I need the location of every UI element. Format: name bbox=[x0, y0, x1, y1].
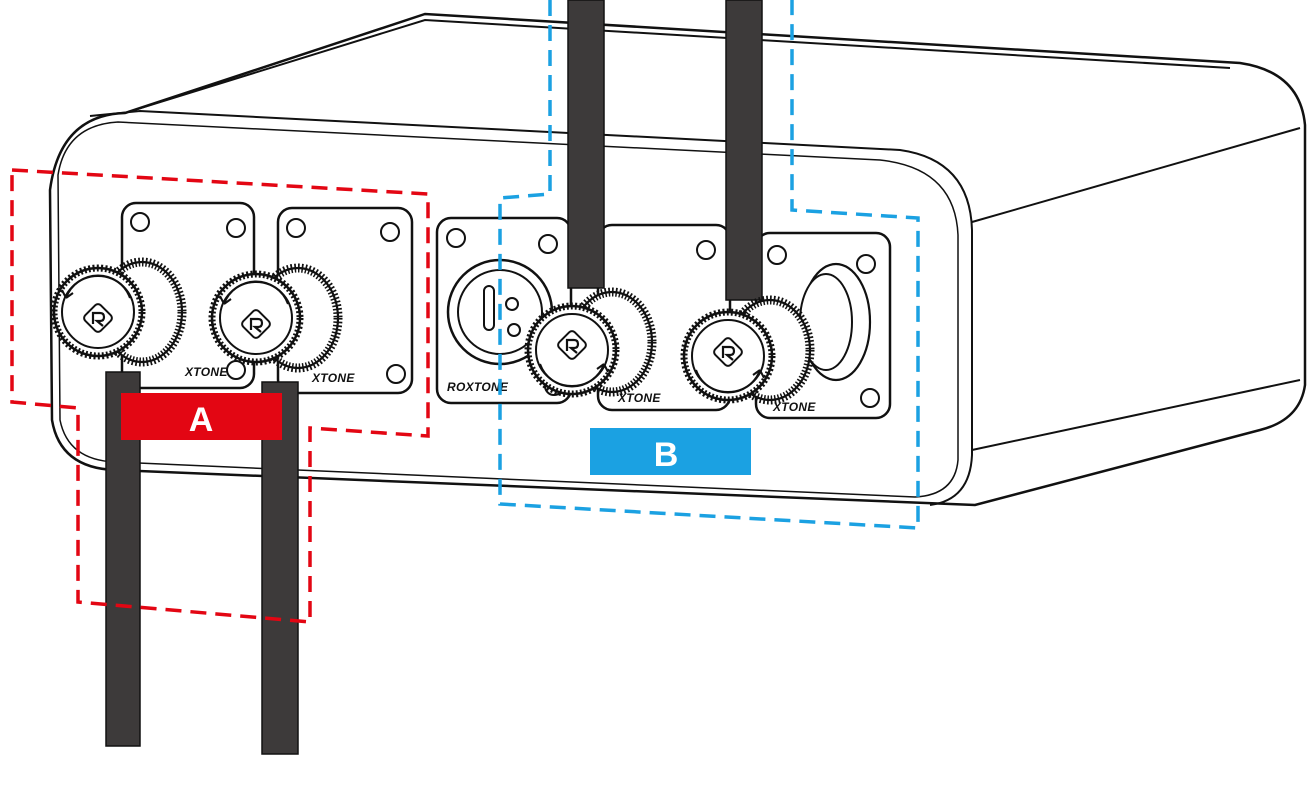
cable-a2 bbox=[261, 381, 299, 755]
group-a-label-text: A bbox=[189, 401, 214, 439]
brand-label-1: XTONE bbox=[184, 365, 228, 379]
cable-b1 bbox=[567, 0, 605, 289]
brand-label-4: XTONE bbox=[617, 391, 661, 405]
plug-a2 bbox=[212, 268, 338, 368]
plug-b2 bbox=[684, 300, 810, 400]
cables bbox=[105, 0, 763, 755]
group-b-label-text: B bbox=[654, 436, 679, 474]
brand-label-5: XTONE bbox=[772, 400, 816, 414]
group-b-outline bbox=[498, 0, 920, 530]
brand-label-3: ROXTONE bbox=[447, 380, 509, 394]
brand-label-2: XTONE bbox=[311, 371, 355, 385]
group-b-label: B bbox=[590, 428, 751, 475]
group-a-label: A bbox=[121, 393, 282, 440]
plug-a1 bbox=[54, 262, 182, 362]
plug-b1 bbox=[528, 292, 652, 394]
cable-b2 bbox=[725, 0, 763, 301]
